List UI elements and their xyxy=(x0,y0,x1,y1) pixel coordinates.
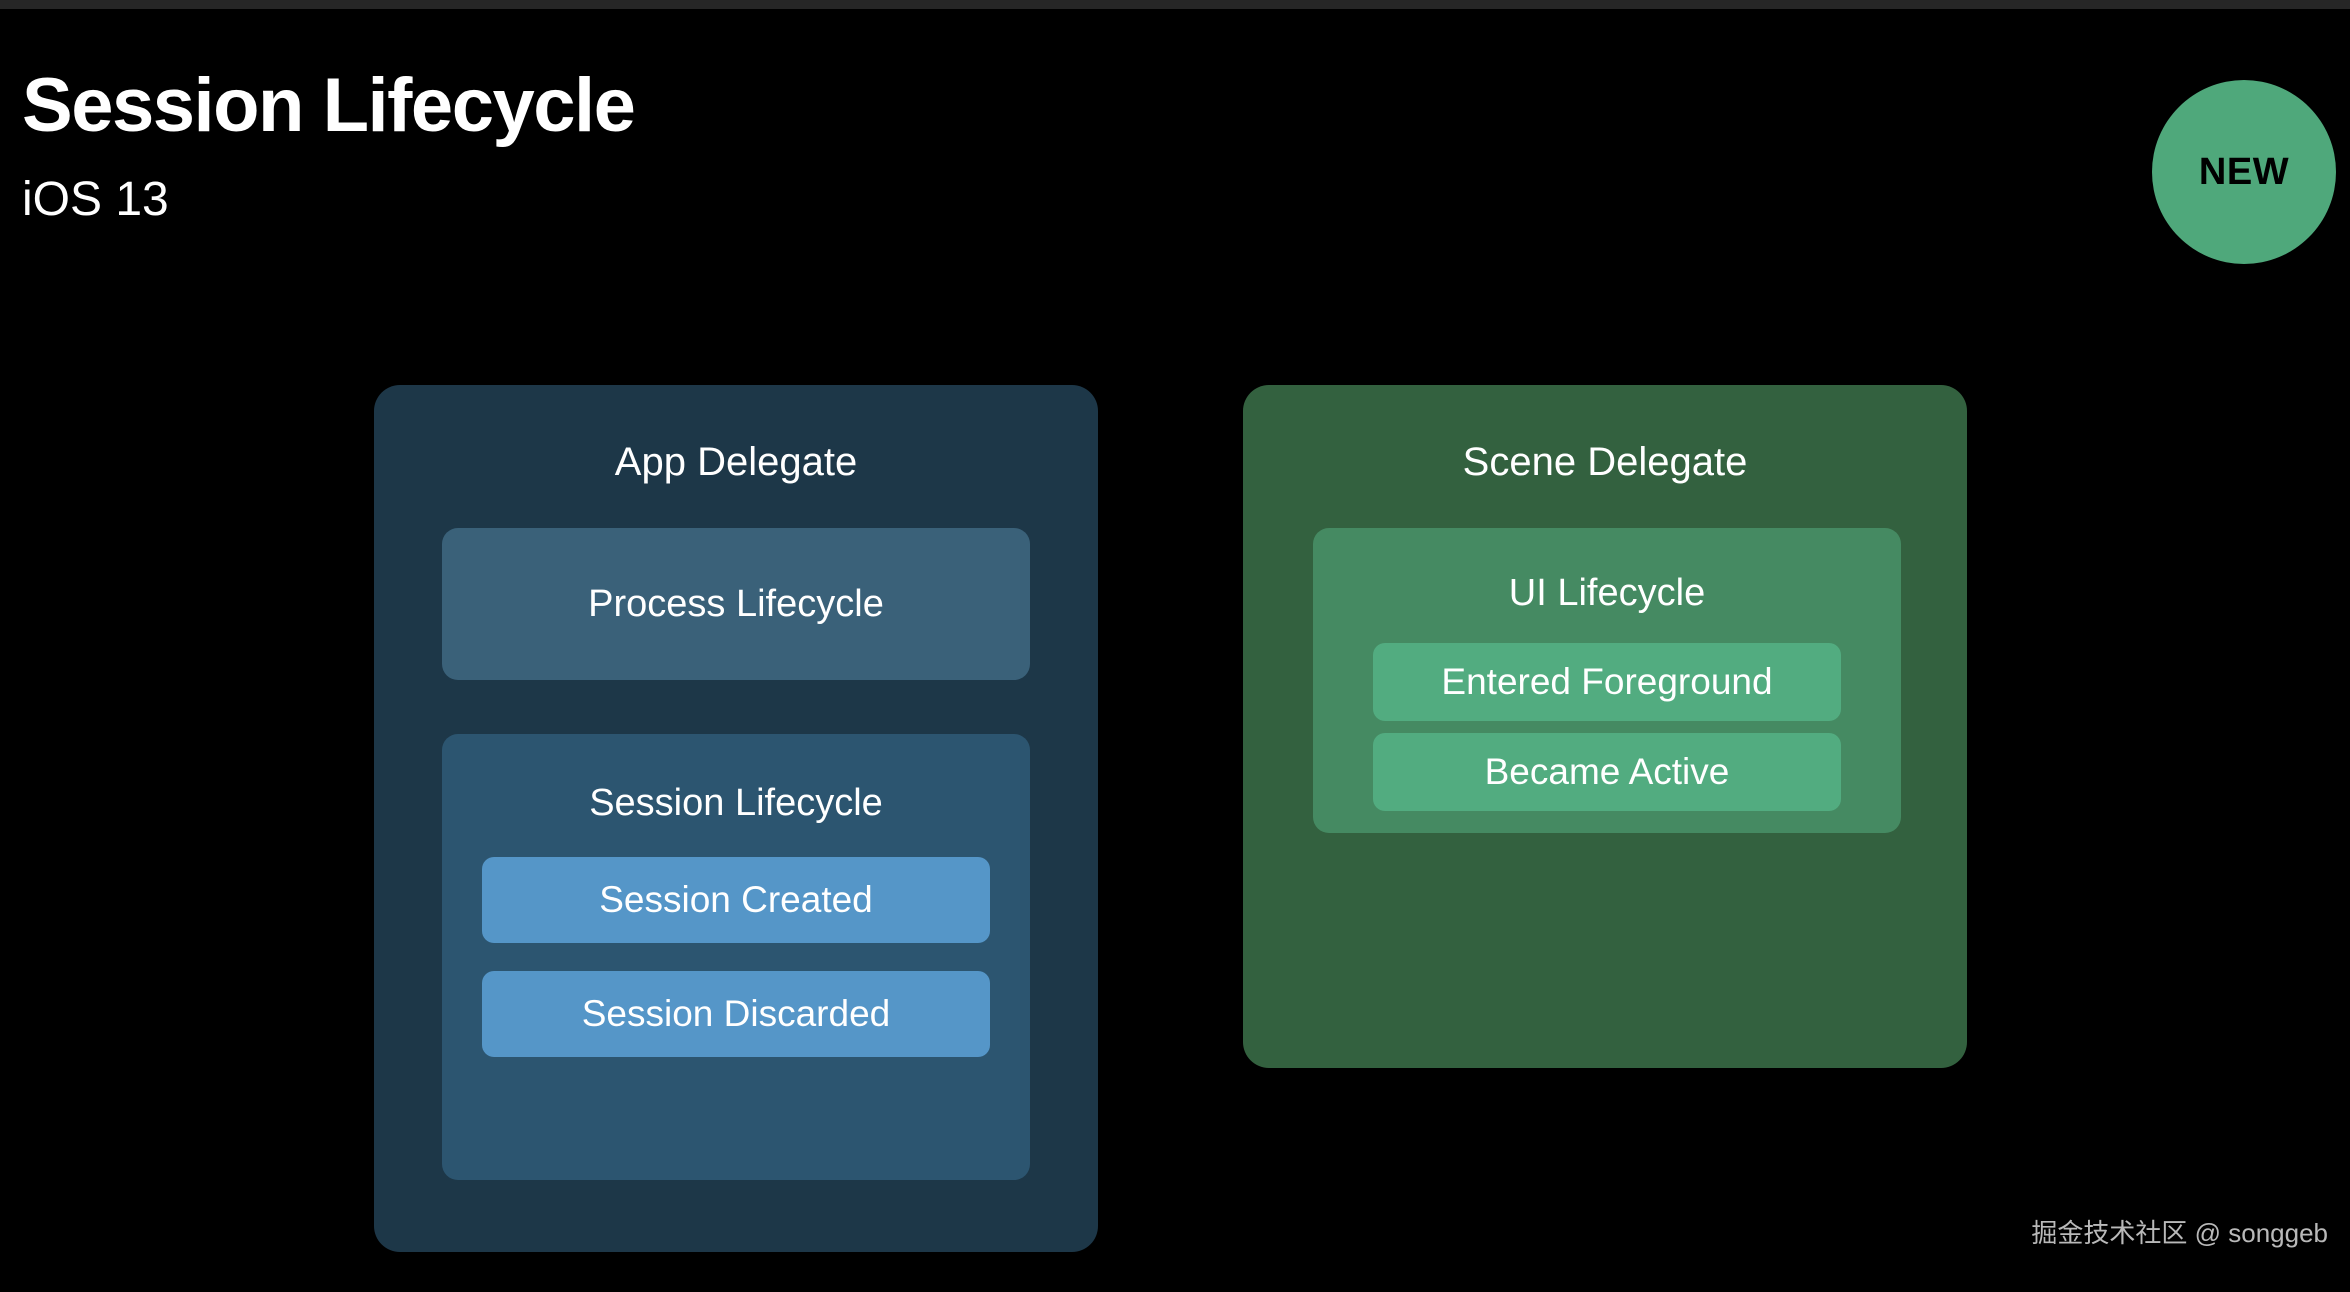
status-badge-label: NEW xyxy=(2198,150,2290,193)
process-lifecycle-box: Process Lifecycle xyxy=(442,528,1030,680)
entered-foreground-pill: Entered Foreground xyxy=(1373,643,1841,721)
window-top-strip xyxy=(0,0,2350,9)
session-lifecycle-label: Session Lifecycle xyxy=(589,782,883,824)
became-active-label: Became Active xyxy=(1484,751,1730,792)
status-badge: NEW xyxy=(2152,80,2336,264)
watermark: 掘金技术社区 @ songgeb xyxy=(2031,1218,2328,1248)
process-lifecycle-label: Process Lifecycle xyxy=(588,582,884,625)
became-active-pill: Became Active xyxy=(1373,733,1841,811)
page-title: Session Lifecycle xyxy=(22,63,636,148)
scene-delegate-title: Scene Delegate xyxy=(1462,440,1748,484)
session-lifecycle-box: Session Lifecycle Session Created Sessio… xyxy=(442,734,1030,1180)
entered-foreground-label: Entered Foreground xyxy=(1441,661,1773,702)
app-delegate-card: App Delegate Process Lifecycle Session L… xyxy=(374,385,1098,1252)
ui-lifecycle-label: UI Lifecycle xyxy=(1508,572,1706,614)
ui-lifecycle-box: UI Lifecycle Entered Foreground Became A… xyxy=(1313,528,1901,833)
app-delegate-title: App Delegate xyxy=(614,440,858,484)
session-created-pill: Session Created xyxy=(482,857,990,943)
session-discarded-label: Session Discarded xyxy=(581,993,891,1034)
session-discarded-pill: Session Discarded xyxy=(482,971,990,1057)
scene-delegate-card: Scene Delegate UI Lifecycle Entered Fore… xyxy=(1243,385,1967,1068)
session-created-label: Session Created xyxy=(599,879,873,920)
page-subtitle: iOS 13 xyxy=(22,173,169,226)
